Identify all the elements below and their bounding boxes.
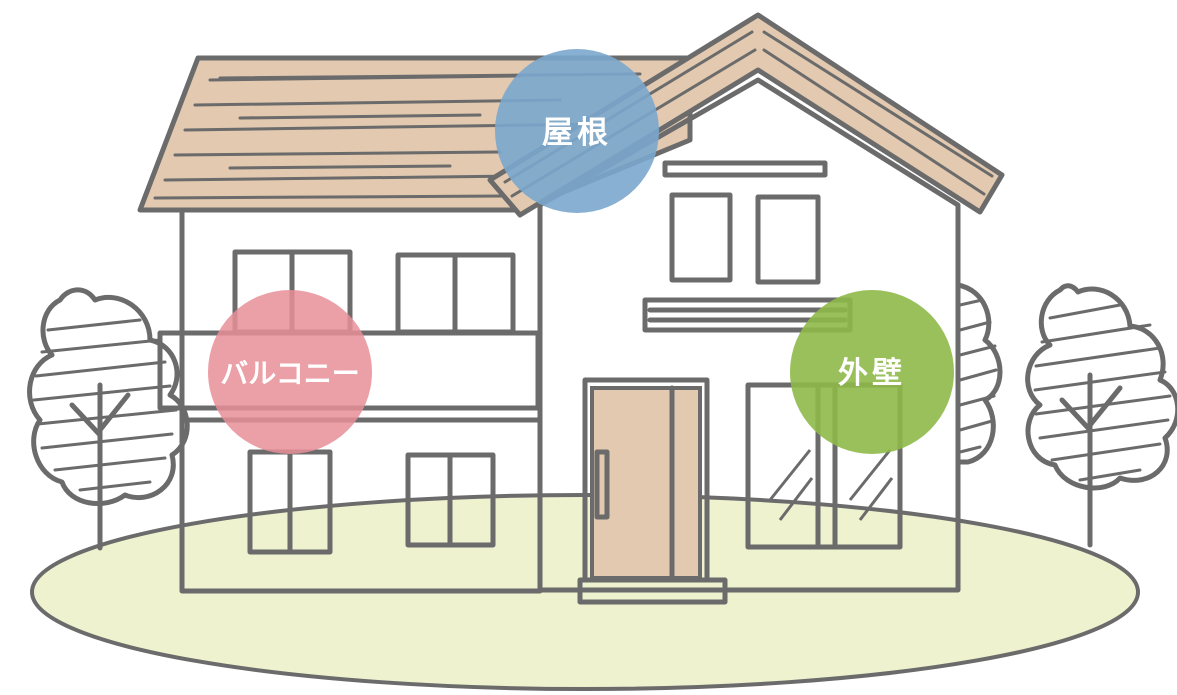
wall-label: 外壁 bbox=[790, 290, 954, 454]
balcony-label-circle bbox=[208, 290, 372, 454]
wall-label-circle bbox=[790, 290, 954, 454]
left-tree bbox=[27, 287, 190, 551]
window bbox=[755, 194, 821, 285]
roof-label: 屋根 bbox=[495, 49, 659, 213]
wall-label-text: 外壁 bbox=[838, 356, 906, 391]
roof-label-circle bbox=[495, 49, 659, 213]
doorstep bbox=[577, 577, 728, 605]
door bbox=[590, 386, 702, 580]
right-tree-back bbox=[955, 282, 1003, 465]
left-tree-hatching bbox=[32, 318, 178, 492]
window bbox=[669, 192, 733, 283]
roof-label-text: 屋根 bbox=[542, 115, 612, 151]
vent bbox=[662, 160, 828, 178]
right-tree bbox=[1025, 283, 1177, 548]
balcony-label-text: バルコニー bbox=[220, 357, 359, 390]
door-handle bbox=[594, 449, 610, 520]
balcony-label: バルコニー bbox=[208, 290, 372, 454]
right-tree-hatching bbox=[1033, 303, 1172, 482]
